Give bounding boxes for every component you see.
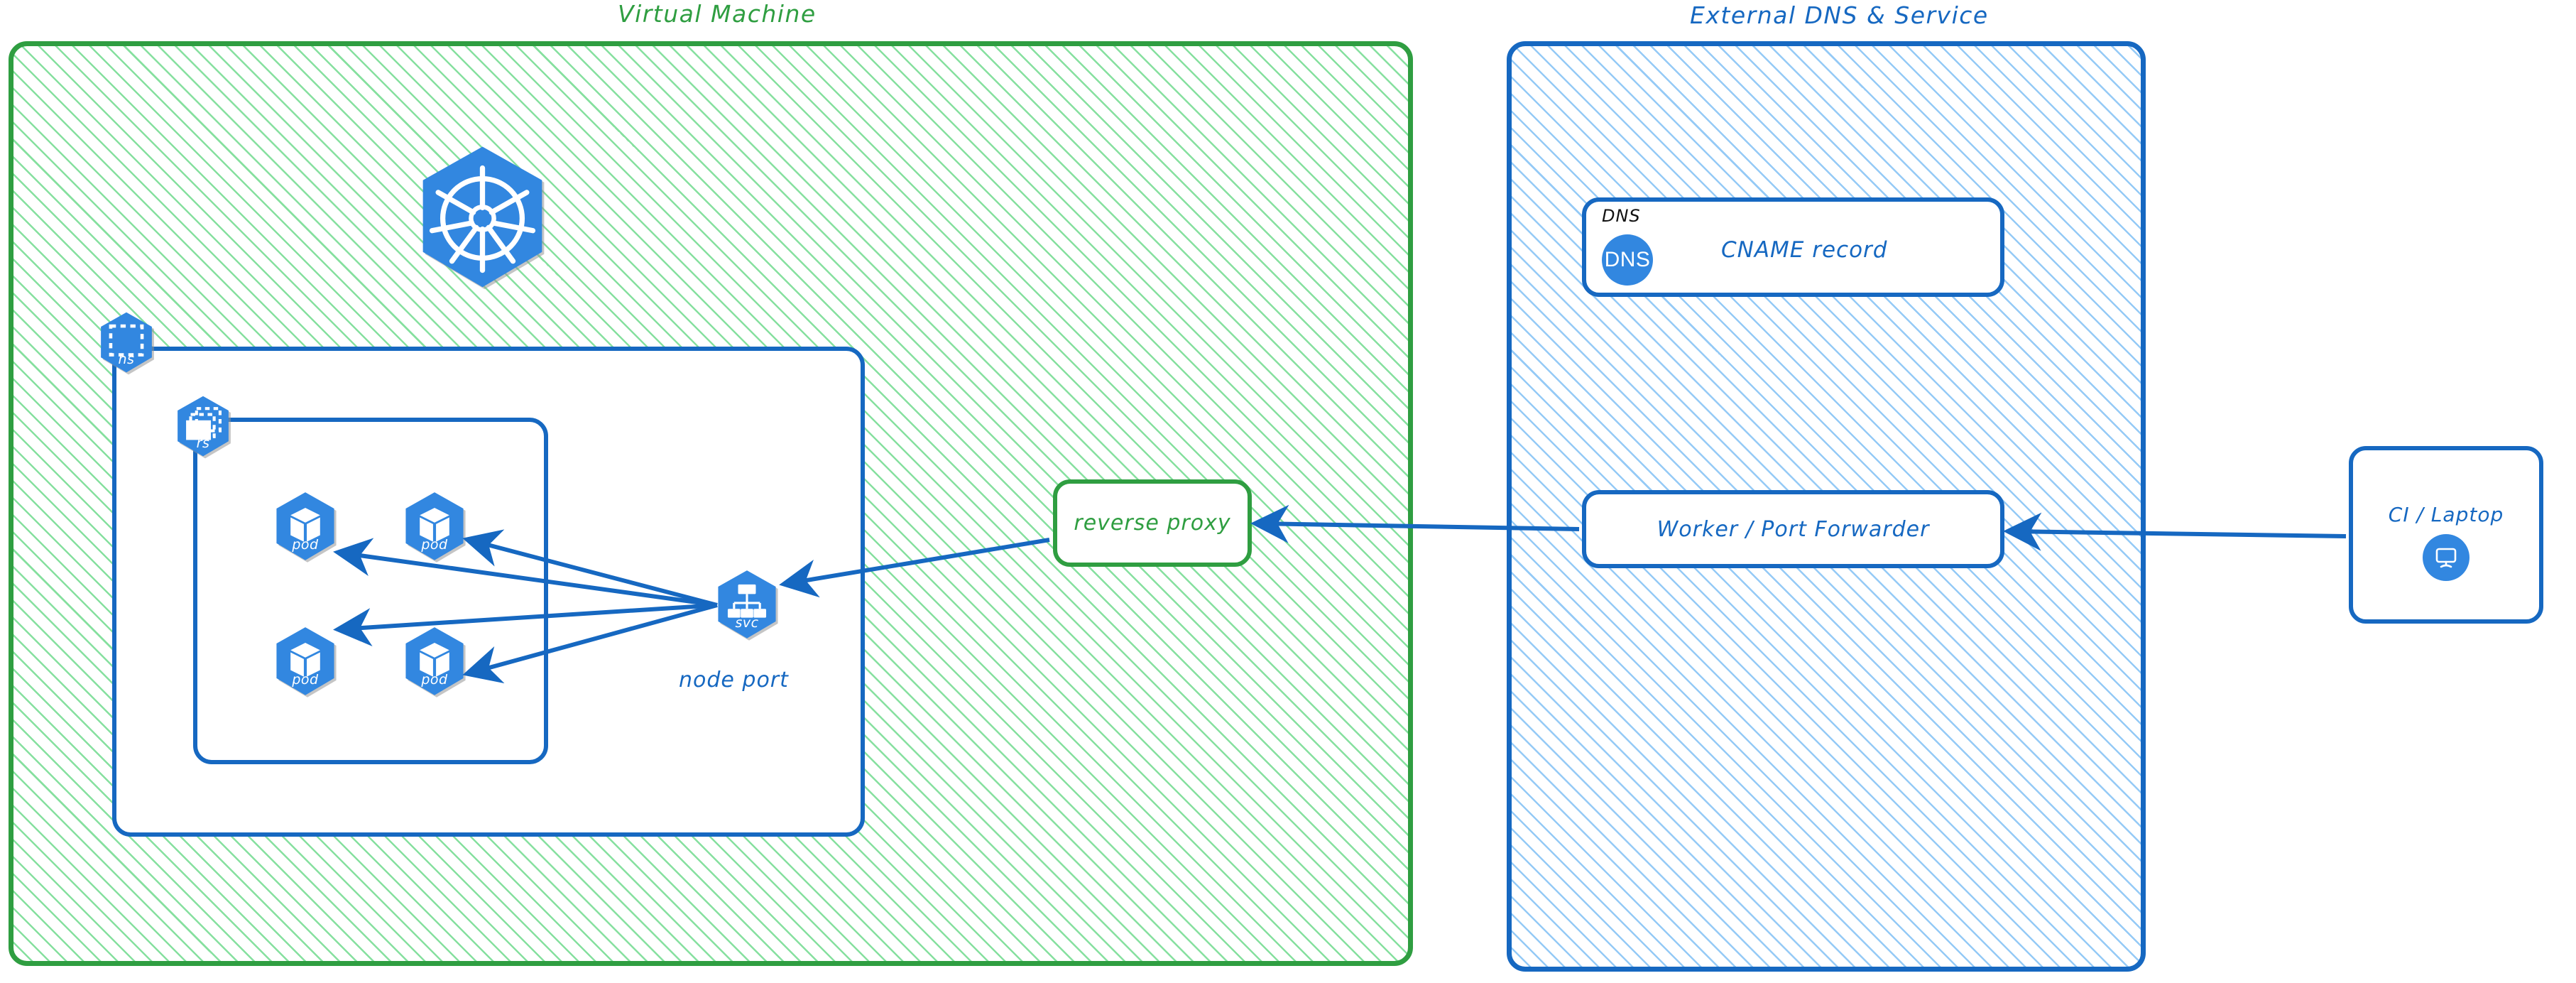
pod-icon-2: pod (398, 490, 471, 564)
reverse-proxy-box[interactable]: reverse proxy (1053, 479, 1252, 567)
namespace-badge-icon: ns (94, 310, 159, 376)
ci-laptop-label: CI / Laptop (2388, 503, 2504, 526)
monitor-icon (2423, 534, 2469, 581)
replicaset-badge-icon: rs (170, 394, 236, 460)
ci-laptop-box[interactable]: CI / Laptop (2349, 446, 2543, 624)
reverse-proxy-label: reverse proxy (1074, 511, 1231, 536)
service-icon: svc (710, 568, 784, 642)
kubernetes-wheel-icon (406, 142, 559, 295)
replicaset-container (193, 418, 548, 764)
pod-icon-4: pod (398, 625, 471, 699)
vm-panel-title: Virtual Machine (618, 0, 817, 28)
node-port-caption: node port (679, 668, 789, 693)
dns-card-tag: DNS (1602, 206, 1641, 226)
external-panel-title: External DNS & Service (1690, 1, 1989, 29)
pod-icon-3: pod (268, 625, 342, 699)
worker-label: Worker / Port Forwarder (1657, 516, 1930, 542)
dns-circle-icon: DNS (1602, 234, 1653, 286)
worker-port-forwarder-box[interactable]: Worker / Port Forwarder (1582, 490, 2004, 568)
dns-card-label: CNAME record (1721, 237, 1888, 263)
pod-icon-1: pod (268, 490, 342, 564)
dns-card[interactable]: DNS DNS CNAME record (1582, 197, 2004, 297)
